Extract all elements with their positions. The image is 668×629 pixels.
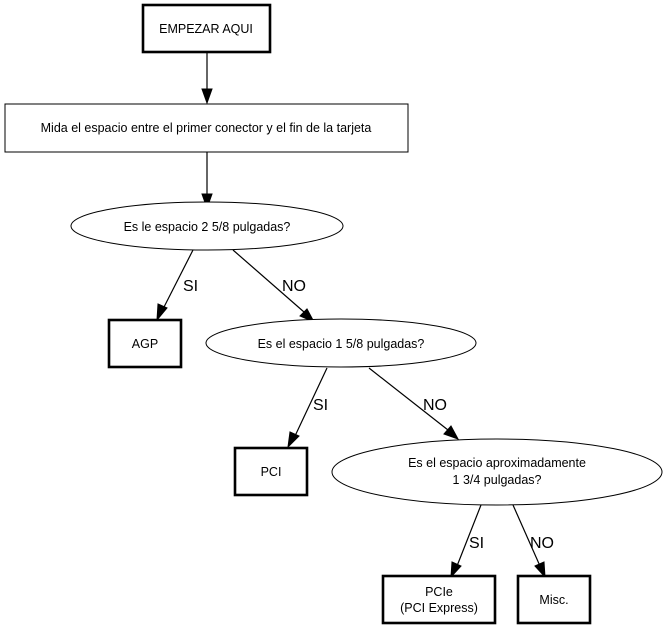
edge-q2-to-q3	[368, 367, 460, 440]
arrowhead-icon	[287, 431, 300, 449]
node-pcie: PCIe (PCI Express)	[381, 574, 497, 625]
edge-q3-to-misc	[512, 504, 546, 579]
edge-label-q2-no: NO	[423, 397, 447, 414]
edge-label-q3-no: NO	[530, 535, 554, 552]
edge-q1-to-q2	[232, 249, 316, 324]
node-q1-label: Es le espacio 2 5/8 pulgadas?	[124, 220, 291, 234]
node-q3-label-line2: 1 3/4 pulgadas?	[453, 473, 542, 487]
edge-q2-to-pci	[287, 367, 328, 449]
edge-label-q1-si: SI	[183, 278, 198, 295]
arrowhead-icon	[156, 303, 168, 322]
node-q3: Es el espacio aproximadamente 1 3/4 pulg…	[331, 438, 663, 506]
edge-start-to-measure	[201, 53, 213, 105]
arrowhead-icon	[534, 561, 546, 579]
edge-q1-to-agp	[156, 249, 194, 322]
node-pci: PCI	[233, 446, 309, 497]
node-measure: Mida el espacio entre el primer conector…	[4, 103, 409, 153]
node-pcie-label-line2: (PCI Express)	[400, 601, 478, 615]
node-start-label: EMPEZAR AQUI	[159, 22, 253, 36]
edge-label-q3-si: SI	[469, 535, 484, 552]
node-pcie-label-line1: PCIe	[425, 585, 453, 599]
edge-label-q2-si: SI	[313, 397, 328, 414]
node-q1: Es le espacio 2 5/8 pulgadas?	[70, 201, 344, 251]
edge-label-q1-no: NO	[282, 278, 306, 295]
arrowhead-icon	[450, 561, 462, 579]
node-start: EMPEZAR AQUI	[141, 3, 272, 54]
node-pci-label: PCI	[261, 465, 282, 479]
edge-measure-to-q1	[201, 152, 213, 210]
edge-q3-to-pcie	[450, 504, 482, 579]
node-q2-label: Es el espacio 1 5/8 pulgadas?	[258, 337, 425, 351]
arrowhead-icon	[443, 425, 460, 440]
node-q3-label-line1: Es el espacio aproximadamente	[408, 456, 586, 470]
node-q2: Es el espacio 1 5/8 pulgadas?	[205, 318, 477, 368]
node-misc: Misc.	[516, 574, 592, 625]
arrowhead-icon	[201, 193, 213, 210]
arrowhead-icon	[299, 308, 316, 324]
node-agp: AGP	[107, 318, 183, 369]
node-misc-label: Misc.	[539, 593, 568, 607]
arrowhead-icon	[201, 88, 213, 105]
node-measure-label: Mida el espacio entre el primer conector…	[41, 121, 372, 135]
node-agp-label: AGP	[132, 337, 158, 351]
